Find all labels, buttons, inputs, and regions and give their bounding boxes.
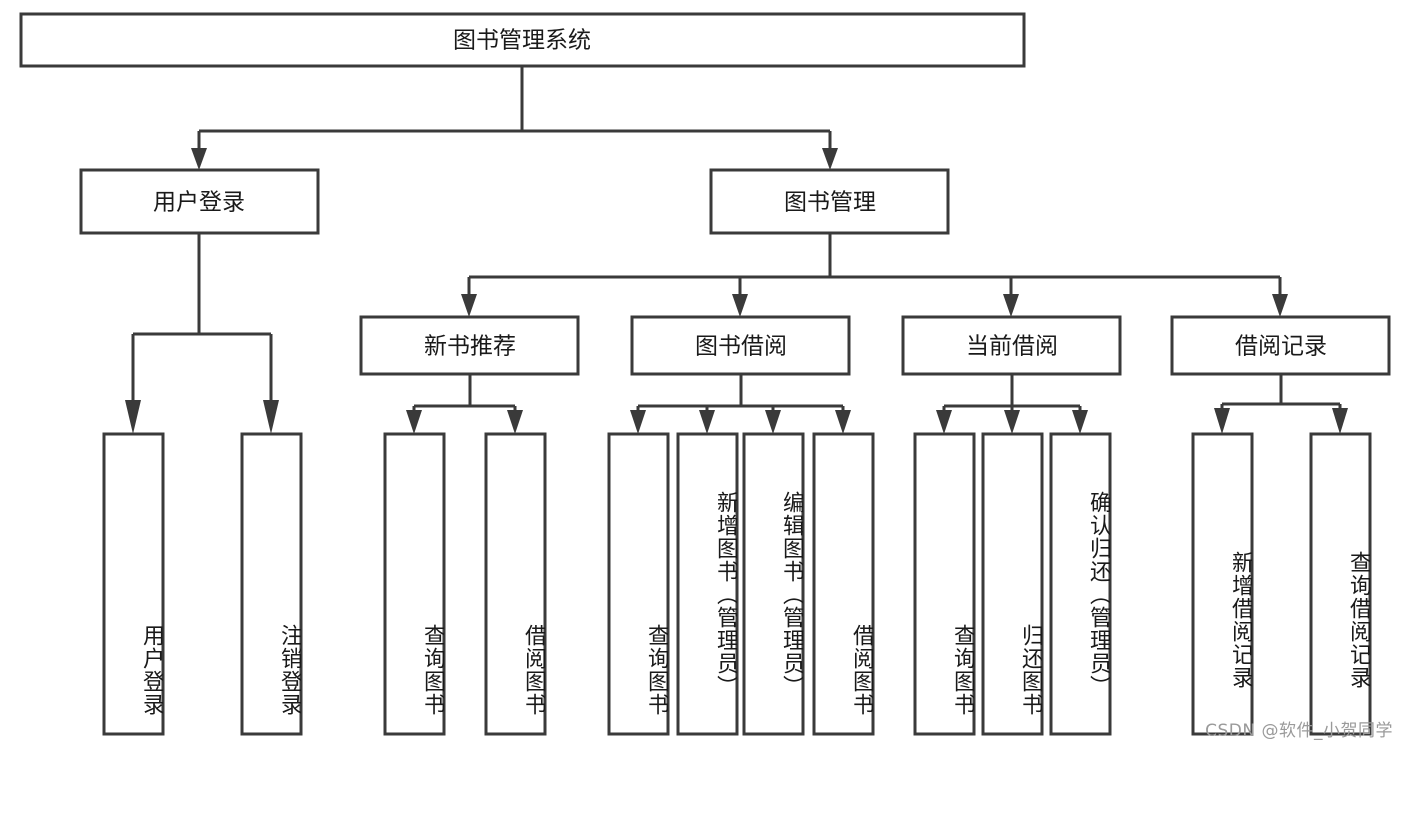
node-label-current-borrow: 当前借阅 [966,334,1058,360]
node-leaf-cb-confirm-return[interactable] [1049,432,1112,736]
arrowhead-leaf-bb-1 [630,410,646,434]
node-book-management[interactable] [709,168,950,235]
arrowhead-borrow-record [1272,294,1288,317]
node-current-borrow[interactable] [901,315,1122,376]
node-leaf-cb-return-book[interactable] [981,432,1044,736]
arrowhead-leaf-br-1 [1214,408,1230,434]
node-leaf-nbr-query-book[interactable] [383,432,446,736]
node-leaf-bb-edit-book[interactable] [742,432,805,736]
node-label-new-book-recommend: 新书推荐 [424,334,516,360]
node-leaf-bb-add-book[interactable] [676,432,739,736]
flowchart-diagram: 图书管理系统 用户登录 图书管理 新书推荐 [19,12,1393,741]
node-label-book-management-system: 图书管理系统 [453,28,591,54]
node-label-book-management: 图书管理 [784,190,876,216]
node-leaf-nbr-borrow-book[interactable] [484,432,547,736]
arrowhead-new-book-recommend [461,294,477,317]
node-leaf-br-add-record[interactable] [1191,432,1254,736]
arrowhead-leaf-nbr-2 [507,410,523,434]
node-leaf-bb-borrow-book[interactable] [812,432,875,736]
node-label-borrow-record: 借阅记录 [1235,334,1327,360]
arrowhead-leaf-nbr-1 [406,410,422,434]
arrowhead-book-management [822,148,838,170]
arrowhead-leaf-user-login-2 [263,400,279,434]
arrowhead-leaf-bb-4 [835,410,851,434]
node-leaf-bb-query-book[interactable] [607,432,670,736]
arrowhead-leaf-user-login-1 [125,400,141,434]
arrowhead-leaf-cb-3 [1072,410,1088,434]
diagram-canvas: 图书管理系统 用户登录 图书管理 新书推荐 [19,12,1391,736]
node-new-book-recommend[interactable] [359,315,580,376]
arrowhead-leaf-bb-3 [765,410,781,434]
arrowhead-leaf-bb-2 [699,410,715,434]
arrowhead-leaf-cb-1 [936,410,952,434]
node-leaf-cb-query-book[interactable] [913,432,976,736]
node-book-borrow[interactable] [630,315,851,376]
node-label-user-login: 用户登录 [153,190,245,216]
node-label-book-borrow: 图书借阅 [695,334,787,360]
node-borrow-record[interactable] [1170,315,1391,376]
node-leaf-user-login-login[interactable] [102,432,165,736]
csdn-watermark: CSDN @软件_小贺同学 [1205,721,1393,741]
node-leaf-user-login-logout[interactable] [240,432,303,736]
arrowhead-book-borrow [732,294,748,317]
node-book-management-system[interactable] [19,12,1026,68]
node-leaf-br-query-record[interactable] [1309,432,1372,736]
arrowhead-leaf-br-2 [1332,408,1348,434]
arrowhead-leaf-cb-2 [1004,410,1020,434]
arrowhead-user-login [191,148,207,170]
arrowhead-current-borrow [1003,294,1019,317]
